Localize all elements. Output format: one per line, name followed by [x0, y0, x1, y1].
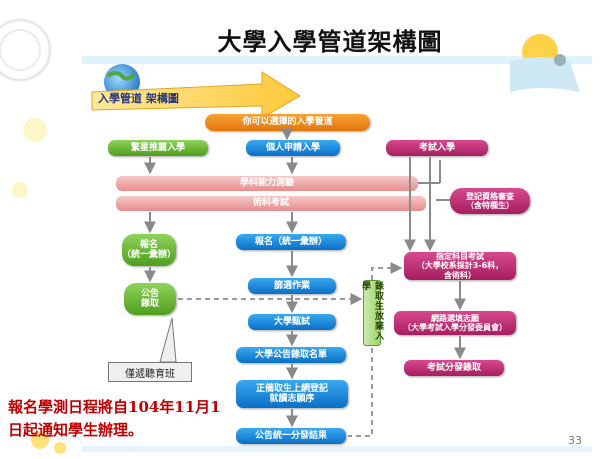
- vertical-label-forfeit: 錄取生放棄入學: [360, 280, 383, 346]
- route-individual: 個人申請入學: [246, 140, 340, 156]
- exam-step-placement: 考試分發錄取: [404, 360, 504, 376]
- individual-step-register: 報名（統一彙辦）: [236, 234, 346, 250]
- route-star: 繁星推薦入學: [108, 140, 208, 156]
- dashed-arrow: [371, 262, 403, 280]
- individual-step-result: 公告統一分發結果: [236, 428, 346, 444]
- sun-icon: [510, 34, 580, 92]
- route-exam: 考試入學: [386, 140, 488, 156]
- callout-pointer: [159, 317, 177, 363]
- bottom-strip: [82, 446, 592, 452]
- exam-step-designated-test: 指定科目考試 （大學校系採計3-6科， 含術科）: [404, 252, 516, 280]
- star-announce: 公告 錄取: [124, 283, 176, 315]
- individual-step-screening: 篩選作業: [248, 278, 336, 294]
- header-box: 你可以選擇的入學管道: [205, 114, 370, 131]
- page-title: 大學入學管道架構圖: [217, 28, 443, 56]
- dashed-connector: [348, 348, 373, 437]
- decor-dot: [54, 442, 66, 454]
- banner-label: 入學管道 架構圖: [98, 92, 179, 105]
- callout-box: 僅遞聽育班: [108, 362, 192, 382]
- note-line: 日起通知學生辦理。: [8, 420, 144, 439]
- exam-step-online-preference: 網路選填志願 （大學考試入學分發委員會）: [394, 311, 516, 335]
- decor-dot: [31, 431, 49, 449]
- individual-step-interview: 大學甄試: [248, 314, 336, 330]
- bar-skill: 術科考試: [116, 196, 426, 211]
- banner-arrow: [91, 71, 301, 119]
- sky-strip: [82, 56, 592, 64]
- side-box-registration-review: 登記資格審查 （含特種生）: [450, 188, 530, 214]
- individual-step-register-preference: 正備取生上網登記 就讀志願序: [236, 380, 348, 408]
- page-number: 33: [568, 434, 582, 447]
- left-decor: [0, 0, 80, 459]
- note-line: 報名學測日程將自104年11月1: [8, 398, 221, 416]
- bar-gsat: 學科能力測驗: [116, 176, 418, 191]
- note-text: 報名學測日程將自104年11月1 日起通知學生辦理。: [8, 396, 298, 441]
- star-register: 報名 （統一彙辦）: [122, 234, 176, 266]
- individual-step-admission-list: 大學公告錄取名單: [236, 347, 346, 363]
